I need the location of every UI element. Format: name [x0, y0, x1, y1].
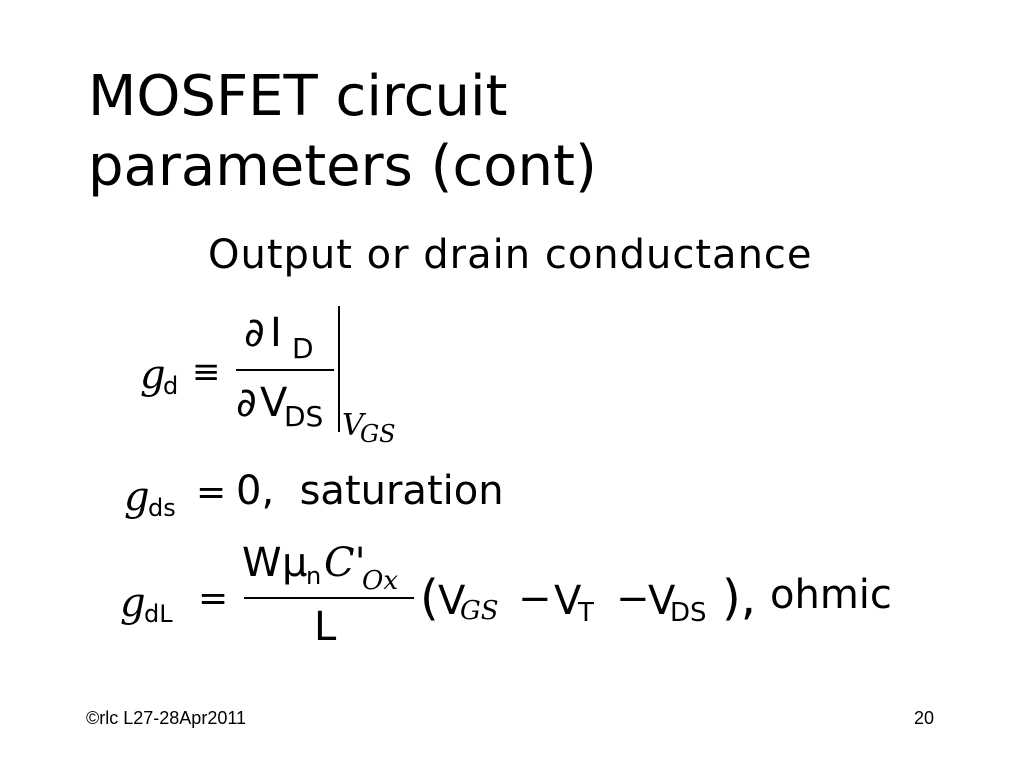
footer-page-number: 20 [914, 708, 935, 728]
eq1-num-variable: I [270, 310, 282, 356]
eq3-v2-subscript: T [578, 598, 594, 628]
eq3-num-c-subscript: Ox [362, 566, 398, 596]
eq3-num-mu-subscript: n [306, 562, 322, 590]
eq2-operator: = [196, 472, 227, 513]
eq3-v2: V [554, 578, 582, 624]
eq2-rhs: 0, saturation [236, 468, 504, 514]
eq3-num-c: C' [324, 540, 366, 586]
eq1-den-subscript: DS [284, 400, 324, 433]
eq1-den-partial: ∂ [236, 380, 257, 426]
eq2-lhs-subscript: ds [148, 494, 176, 522]
eq1-lhs-symbol: g [140, 352, 166, 398]
title-line-2: parameters (cont) [88, 134, 597, 199]
eq3-minus-1: − [518, 576, 552, 622]
eq1-evaluation-bar [338, 306, 340, 432]
eq3-v3: V [648, 578, 676, 624]
eq1-lhs-subscript: d [163, 372, 179, 400]
eq1-num-partial: ∂ [244, 310, 265, 356]
eq1-eval-subscript: GS [360, 420, 396, 448]
eq3-v1: V [438, 578, 466, 624]
eq2-lhs-symbol: g [124, 474, 150, 520]
eq3-operator: = [198, 578, 229, 619]
eq3-lhs-symbol: g [120, 580, 146, 626]
eq3-left-paren: ( [420, 570, 439, 626]
eq3-minus-2: − [616, 576, 650, 622]
eq3-right-paren: ), [722, 570, 756, 626]
eq3-num-mu: μ [282, 540, 308, 586]
eq1-den-variable: V [260, 380, 288, 426]
eq3-v1-subscript: GS [460, 596, 499, 626]
eq1-eval-variable: V [342, 408, 364, 443]
slide-subtitle: Output or drain conductance [208, 232, 813, 278]
eq3-tail: ohmic [770, 572, 892, 618]
title-line-1: MOSFET circuit [88, 64, 508, 129]
footer-copyright: ©rlc L27-28Apr2011 [86, 708, 247, 728]
eq3-lhs-subscript: dL [144, 600, 173, 628]
eq3-v3-subscript: DS [670, 598, 707, 628]
eq1-fraction-bar [236, 369, 334, 371]
eq1-operator: ≡ [192, 352, 221, 392]
slide-title: MOSFET circuit parameters (cont) [88, 62, 597, 202]
eq3-fraction-bar [244, 597, 414, 599]
eq1-num-subscript: D [292, 332, 314, 365]
eq3-denominator: L [314, 604, 337, 650]
eq3-num-w: W [242, 540, 282, 586]
